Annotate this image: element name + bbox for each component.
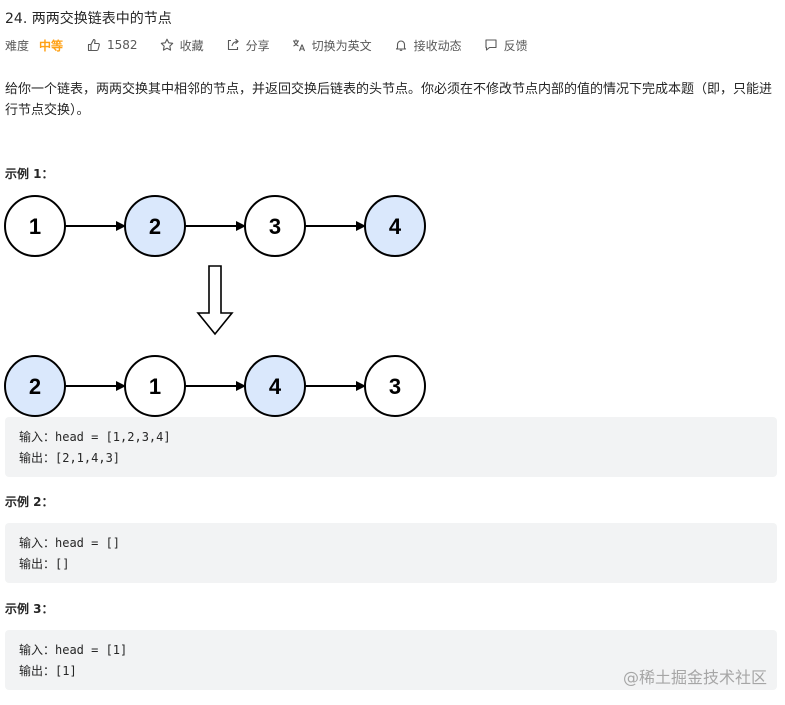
- list-node: [364, 195, 426, 257]
- example-2-code: 输入：head = [] 输出：[]: [5, 523, 777, 583]
- problem-meta-bar: 难度 中等 1582 收藏 分享 切换为英文 接收动态 反馈: [5, 36, 550, 54]
- list-node-label: 3: [269, 214, 281, 239]
- list-node-label: 4: [389, 214, 402, 239]
- list-node: [364, 355, 426, 417]
- list-node: [4, 195, 66, 257]
- list-node-label: 3: [389, 374, 401, 399]
- list-node: [244, 195, 306, 257]
- notify-label: 接收动态: [413, 38, 462, 53]
- bell-icon: [394, 38, 408, 52]
- difficulty-label: 难度: [5, 38, 30, 53]
- translate-icon: [292, 38, 306, 52]
- list-before-swap: 1 2 3 4: [4, 195, 426, 257]
- example-3-code: 输入：head = [1] 输出：[1]: [5, 630, 777, 690]
- example-3-title: 示例 3：: [5, 602, 54, 616]
- favorite-label: 收藏: [179, 38, 204, 53]
- difficulty-badge: 中等: [39, 38, 64, 53]
- like-button[interactable]: 1582: [87, 38, 138, 52]
- linked-list-swap-diagram: 1 2 3 4 2 1 4 3: [4, 195, 426, 417]
- switch-language-button[interactable]: 切换为英文: [292, 37, 372, 54]
- share-button[interactable]: 分享: [226, 37, 270, 54]
- switch-language-label: 切换为英文: [311, 38, 372, 53]
- example-2-title: 示例 2：: [5, 495, 54, 509]
- share-label: 分享: [245, 38, 270, 53]
- notify-button[interactable]: 接收动态: [394, 37, 462, 54]
- feedback-icon: [484, 38, 498, 52]
- list-node-label: 4: [269, 374, 282, 399]
- list-node-label: 1: [29, 214, 41, 239]
- star-icon: [160, 38, 174, 52]
- example-2-output: 输出：[]: [19, 557, 70, 571]
- share-icon: [226, 38, 240, 52]
- example-1-output: 输出：[2,1,4,3]: [19, 451, 121, 465]
- example-1-title: 示例 1：: [5, 167, 54, 181]
- list-node: [244, 355, 306, 417]
- list-node: [4, 355, 66, 417]
- problem-description: 给你一个链表，两两交换其中相邻的节点，并返回交换后链表的头节点。你必须在不修改节…: [5, 82, 773, 118]
- example-2-input: 输入：head = []: [19, 536, 121, 550]
- list-node: [124, 195, 186, 257]
- list-after-swap: 2 1 4 3: [4, 355, 426, 417]
- example-1-input: 输入：head = [1,2,3,4]: [19, 430, 171, 444]
- down-arrow-icon: [196, 265, 234, 336]
- list-node: [124, 355, 186, 417]
- feedback-button[interactable]: 反馈: [484, 37, 528, 54]
- favorite-button[interactable]: 收藏: [160, 37, 204, 54]
- list-node-label: 2: [149, 214, 161, 239]
- watermark: @稀土掘金技术社区: [622, 668, 767, 687]
- example-3-input: 输入：head = [1]: [19, 643, 128, 657]
- list-node-label: 2: [29, 374, 41, 399]
- example-3-output: 输出：[1]: [19, 664, 77, 678]
- list-node-label: 1: [149, 374, 161, 399]
- like-count: 1582: [107, 38, 138, 52]
- thumbs-up-icon: [87, 38, 101, 52]
- problem-title: 24. 两两交换链表中的节点: [5, 11, 172, 27]
- feedback-label: 反馈: [503, 38, 528, 53]
- example-1-code: 输入：head = [1,2,3,4] 输出：[2,1,4,3]: [5, 417, 777, 477]
